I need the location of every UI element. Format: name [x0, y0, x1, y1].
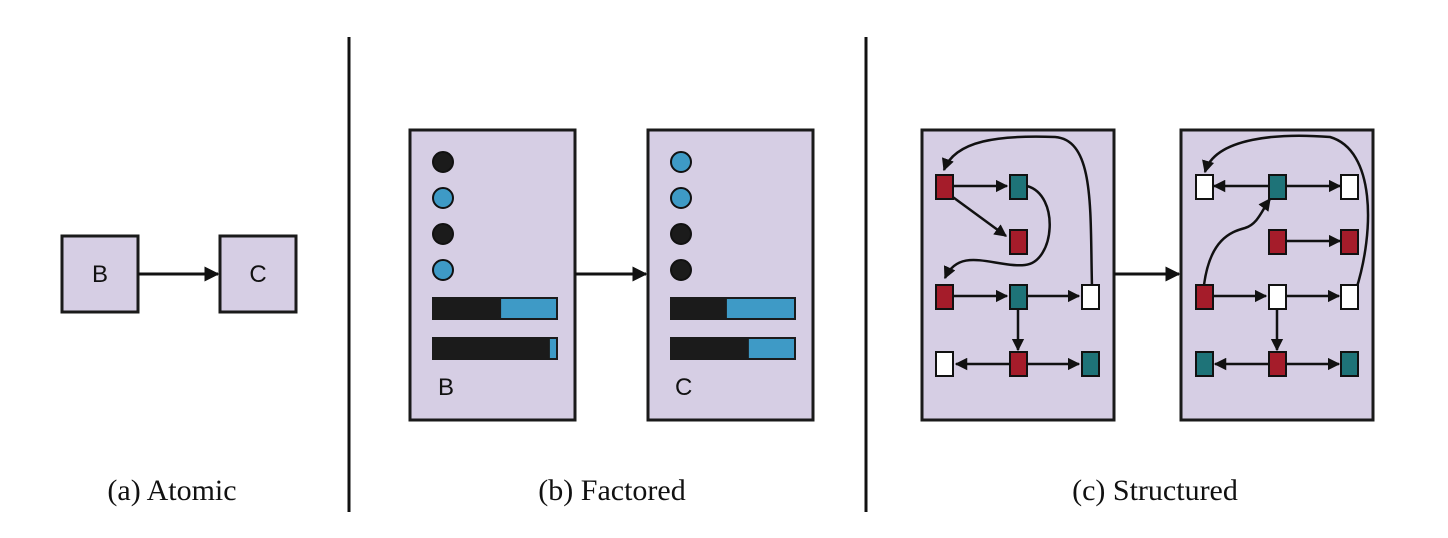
structured-node-red	[935, 284, 954, 310]
structured-node-white	[1081, 284, 1100, 310]
structured-node-teal	[1340, 351, 1359, 377]
factored-panel: B C (b) Factored	[408, 128, 815, 507]
atomic-state-b: B	[60, 234, 140, 314]
factored-b-variable-blue	[432, 259, 454, 281]
structured-node-teal	[1268, 174, 1287, 200]
factored-state-c-label: C	[675, 374, 692, 401]
factored-b-variable-blue	[432, 187, 454, 209]
structured-node-teal	[1009, 174, 1028, 200]
atomic-state-c-label: C	[249, 261, 266, 288]
factored-c-bar-fill	[726, 299, 794, 318]
factored-state-c: C	[646, 128, 815, 422]
structured-node-white	[1268, 284, 1287, 310]
structured-node-teal	[1009, 284, 1028, 310]
structured-node-red	[1009, 229, 1028, 255]
structured-b-curved-edge	[943, 184, 1051, 280]
structured-node-white	[1195, 174, 1214, 200]
factored-b-variable-black	[432, 151, 454, 173]
factored-c-bar-fill	[748, 339, 794, 358]
structured-node-red	[1009, 351, 1028, 377]
structured-node-red	[1268, 229, 1287, 255]
structured-panel: (c) Structured	[920, 128, 1375, 507]
structured-node-red	[1340, 229, 1359, 255]
factored-b-bar-track	[432, 337, 558, 360]
structured-node-red	[1268, 351, 1287, 377]
factored-b-variable-black	[432, 223, 454, 245]
structured-node-teal	[1195, 351, 1214, 377]
structured-node-red	[935, 174, 954, 200]
structured-node-teal	[1081, 351, 1100, 377]
factored-c-variable-blue	[670, 187, 692, 209]
structured-b-edge	[949, 193, 1008, 238]
structured-state-b	[920, 128, 1116, 422]
structured-c-curved-edge	[1202, 197, 1272, 286]
factored-b-bar-fill	[501, 299, 556, 318]
structured-b-curved-edge	[942, 135, 1094, 288]
atomic-state-b-label: B	[92, 261, 108, 288]
structured-c-curved-edge	[1202, 134, 1370, 291]
factored-caption: (b) Factored	[538, 474, 685, 507]
factored-c-variable-blue	[670, 151, 692, 173]
factored-c-variable-black	[670, 259, 692, 281]
structured-caption: (c) Structured	[1072, 474, 1238, 507]
atomic-panel: B C (a) Atomic	[60, 234, 298, 507]
structured-state-c	[1179, 128, 1375, 422]
atomic-state-c: C	[218, 234, 298, 314]
factored-state-b: B	[408, 128, 577, 422]
structured-node-white	[1340, 284, 1359, 310]
structured-node-red	[1195, 284, 1214, 310]
factored-b-bar-fill	[549, 339, 556, 358]
factored-c-variable-black	[670, 223, 692, 245]
structured-node-white	[1340, 174, 1359, 200]
atomic-caption: (a) Atomic	[107, 474, 236, 507]
structured-node-white	[935, 351, 954, 377]
factored-state-b-label: B	[438, 374, 454, 401]
